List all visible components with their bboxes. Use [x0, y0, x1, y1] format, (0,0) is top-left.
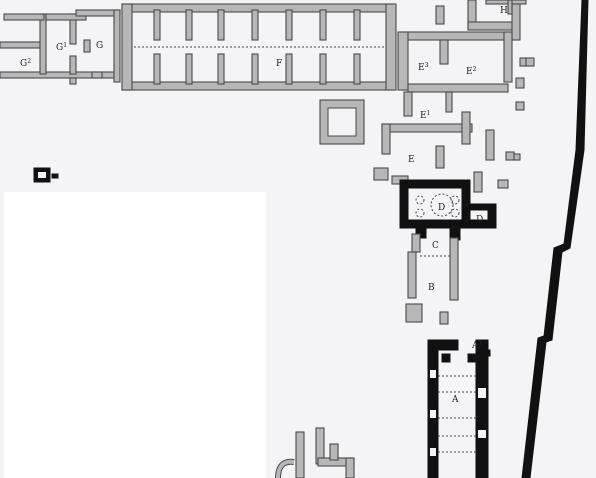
- label-e1: E1: [420, 110, 430, 121]
- rooms-c-b: [405, 233, 459, 325]
- label-a1: A1: [471, 340, 482, 351]
- label-e: E: [408, 155, 415, 165]
- label-b: B: [428, 283, 435, 293]
- bottom-ruins: [275, 427, 355, 478]
- rooms-e-group: [319, 31, 535, 193]
- magazine-f: [121, 3, 397, 91]
- rooms-h-group: [435, 0, 527, 41]
- label-d: D: [438, 203, 445, 213]
- label-g: G: [96, 41, 103, 51]
- label-f: F: [276, 59, 282, 69]
- hall-a: [427, 339, 491, 478]
- rooms-g-group: [0, 9, 121, 85]
- label-e2: E2: [466, 66, 477, 77]
- label-g2: G2: [20, 58, 31, 69]
- label-e3: E3: [418, 62, 429, 73]
- label-c: C: [432, 241, 439, 251]
- label-a: A: [451, 395, 459, 405]
- blank-area: [4, 192, 266, 478]
- room-d-complex: [399, 179, 497, 241]
- small-block: [33, 167, 59, 183]
- label-h: H: [500, 6, 508, 16]
- enclosure-wall: [521, 0, 589, 478]
- label-d1: D: [476, 215, 483, 225]
- label-g1: G1: [56, 42, 67, 53]
- room-labels: G2 G1 G F H E3 E2 E1 E D D C B A1 A: [20, 6, 508, 405]
